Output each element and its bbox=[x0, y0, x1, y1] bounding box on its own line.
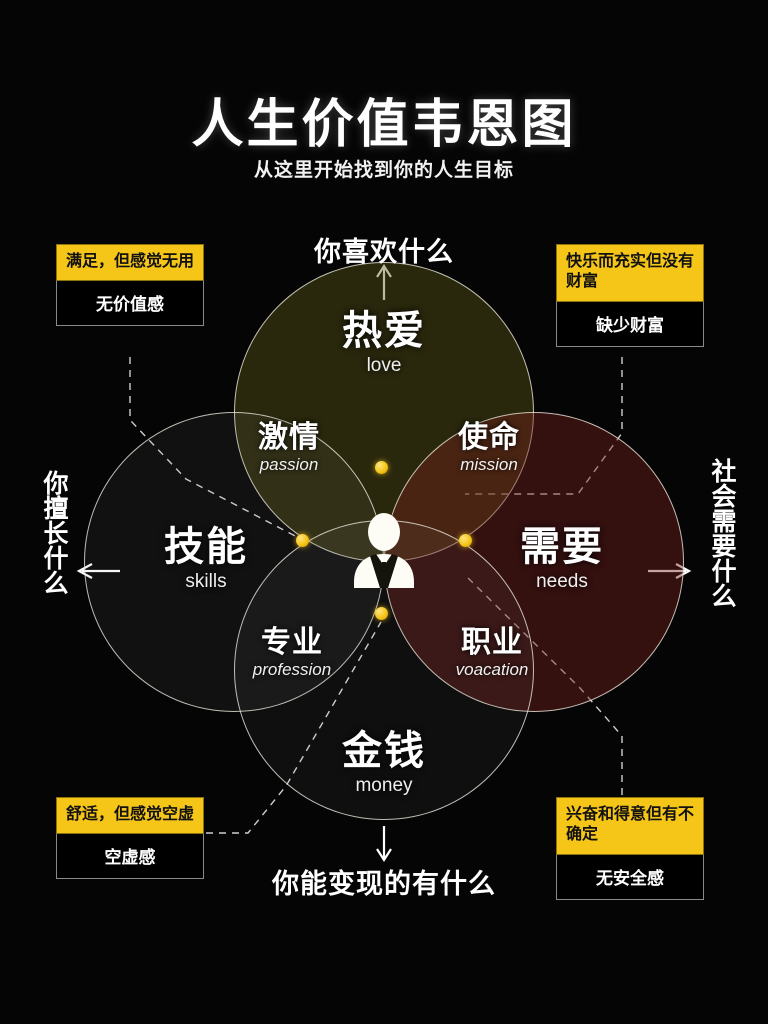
callout-bottom-left[interactable]: 舒适，但感觉空虚 空虚感 bbox=[56, 797, 204, 880]
label-needs-cn: 需要 bbox=[520, 525, 604, 569]
label-voacation: 职业 voacation bbox=[402, 627, 582, 680]
callout-bottom-right-body: 无安全感 bbox=[556, 854, 704, 900]
callout-bottom-right[interactable]: 兴奋和得意但有不确定 无安全感 bbox=[556, 797, 704, 900]
page-title: 人生价值韦恩图 bbox=[191, 96, 577, 154]
label-profession: 专业 profession bbox=[202, 627, 382, 680]
node-voacation[interactable] bbox=[459, 534, 472, 547]
person-icon bbox=[354, 513, 414, 588]
callout-top-right-body: 缺少财富 bbox=[556, 301, 704, 347]
callout-top-right[interactable]: 快乐而充实但没有财富 缺少财富 bbox=[556, 244, 704, 347]
callout-top-left-head: 满足，但感觉无用 bbox=[56, 244, 204, 282]
label-voacation-cn: 职业 bbox=[461, 626, 523, 659]
label-mission: 使命 mission bbox=[404, 422, 574, 475]
callout-top-left-body: 无价值感 bbox=[56, 281, 204, 327]
label-love-cn: 热爱 bbox=[342, 309, 426, 353]
label-passion-cn: 激情 bbox=[258, 421, 320, 454]
direction-label-right: 社会需要什么 bbox=[708, 458, 736, 608]
callout-bottom-left-body: 空虚感 bbox=[56, 834, 204, 880]
label-skills-en: skills bbox=[185, 571, 227, 592]
label-mission-en: mission bbox=[460, 454, 518, 474]
callout-bottom-right-head: 兴奋和得意但有不确定 bbox=[556, 797, 704, 855]
label-passion-en: passion bbox=[259, 454, 319, 474]
venn-stage: 热爱 love 技能 skills 需要 needs 金钱 money 激情 p… bbox=[84, 262, 684, 822]
label-voacation-en: voacation bbox=[455, 659, 529, 679]
label-passion: 激情 passion bbox=[204, 422, 374, 475]
node-mission[interactable] bbox=[375, 461, 388, 474]
direction-label-left: 你擅长什么 bbox=[40, 470, 68, 595]
node-profession[interactable] bbox=[375, 607, 388, 620]
label-profession-cn: 专业 bbox=[261, 626, 323, 659]
label-love-en: love bbox=[366, 355, 402, 376]
direction-label-bottom: 你能变现的有什么 bbox=[272, 869, 496, 899]
label-profession-en: profession bbox=[252, 659, 332, 679]
label-love: 热爱 love bbox=[284, 310, 484, 377]
label-skills: 技能 skills bbox=[106, 526, 306, 593]
label-needs: 需要 needs bbox=[462, 526, 662, 593]
label-money-cn: 金钱 bbox=[342, 729, 426, 773]
label-needs-en: needs bbox=[536, 571, 588, 592]
label-skills-cn: 技能 bbox=[164, 525, 248, 569]
direction-label-top: 你喜欢什么 bbox=[314, 237, 454, 267]
callout-top-left[interactable]: 满足，但感觉无用 无价值感 bbox=[56, 244, 204, 327]
callout-top-right-head: 快乐而充实但没有财富 bbox=[556, 244, 704, 302]
page-subtitle: 从这里开始找到你的人生目标 bbox=[253, 160, 514, 181]
node-passion[interactable] bbox=[296, 534, 309, 547]
label-mission-cn: 使命 bbox=[458, 421, 520, 454]
label-money: 金钱 money bbox=[284, 730, 484, 797]
label-money-en: money bbox=[355, 775, 413, 796]
callout-bottom-left-head: 舒适，但感觉空虚 bbox=[56, 797, 204, 835]
